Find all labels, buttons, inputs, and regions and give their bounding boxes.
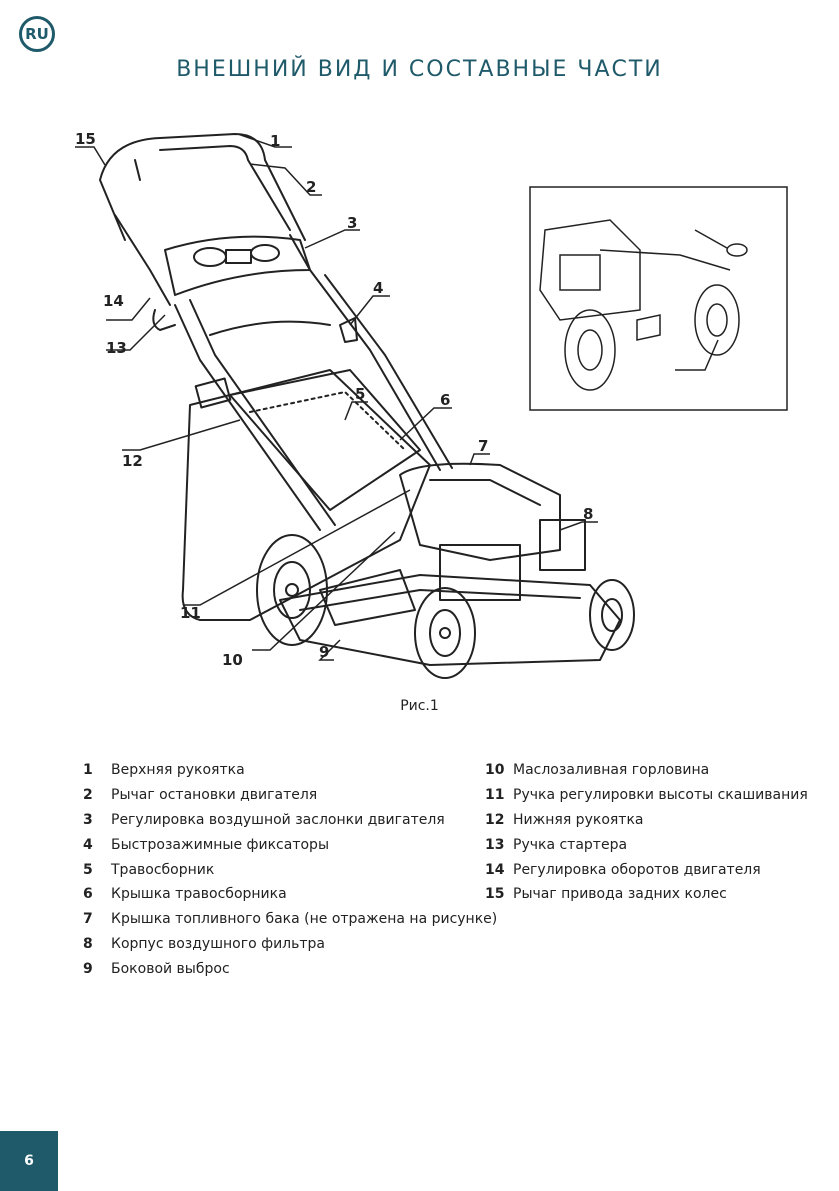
legend-number: 5 <box>83 861 93 878</box>
legend-number: 1 <box>83 762 93 779</box>
legend-number: 3 <box>83 811 93 828</box>
figure-caption: Рис.1 <box>400 698 439 714</box>
legend-label: Крышка травосборника <box>111 886 287 903</box>
legend-number: 13 <box>485 836 505 853</box>
legend-label: Маслозаливная горловина <box>513 762 710 779</box>
callout-13: 13 <box>106 339 127 357</box>
legend-label: Регулировка оборотов двигателя <box>513 861 761 878</box>
legend-number: 15 <box>485 886 505 903</box>
legend-label: Боковой выброс <box>111 960 230 977</box>
legend-number: 10 <box>485 762 505 779</box>
legend-item: 1 Верхняя рукоятка <box>83 758 497 783</box>
legend-label: Корпус воздушного фильтра <box>111 935 325 952</box>
lawn-mower-illustration: 1 2 3 4 5 6 7 8 9 10 11 12 13 14 15 <box>75 130 788 679</box>
callout-2: 2 <box>306 178 316 196</box>
page-title: ВНЕШНИЙ ВИД И СОСТАВНЫЕ ЧАСТИ <box>176 57 663 82</box>
legend-label: Рычаг остановки двигателя <box>111 787 318 804</box>
legend-right: 10 Маслозаливная горловина 11 Ручка регули… <box>485 758 808 907</box>
legend-item: 5 Травосборник <box>83 857 497 882</box>
legend-label: Верхняя рукоятка <box>111 762 245 779</box>
callout-lines <box>75 133 598 661</box>
callout-14: 14 <box>103 292 124 310</box>
legend-number: 14 <box>485 861 505 878</box>
callout-3: 3 <box>347 214 357 232</box>
legend-number: 7 <box>83 911 93 928</box>
callout-15: 15 <box>75 130 96 148</box>
legend-label: Быстрозажимные фиксаторы <box>111 836 329 853</box>
legend-item: 8 Корпус воздушного фильтра <box>83 932 497 957</box>
callout-10: 10 <box>222 651 243 669</box>
legend-item: 11 Ручка регулировки высоты скашивания <box>485 783 808 808</box>
legend-label: Нижняя рукоятка <box>513 811 644 828</box>
legend-item: 10 Маслозаливная горловина <box>485 758 808 783</box>
legend-item: 12 Нижняя рукоятка <box>485 808 808 833</box>
legend-item: 7 Крышка топливного бака (не отражена на … <box>83 907 497 932</box>
legend-number: 2 <box>83 787 93 804</box>
callout-8: 8 <box>583 505 593 523</box>
legend-label: Крышка топливного бака (не отражена на р… <box>111 911 498 928</box>
legend-label: Ручка стартера <box>513 836 628 853</box>
legend-label: Рычаг привода задних колес <box>513 886 727 903</box>
callout-11: 11 <box>180 604 201 622</box>
legend-item: 13 Ручка стартера <box>485 832 808 857</box>
legend-number: 4 <box>83 836 93 853</box>
legend-number: 9 <box>83 960 93 977</box>
callout-9: 9 <box>319 643 329 661</box>
callout-12: 12 <box>122 452 143 470</box>
legend-item: 9 Боковой выброс <box>83 956 497 981</box>
callout-7: 7 <box>478 437 488 455</box>
callout-5: 5 <box>355 385 365 403</box>
legend-item: 14 Регулировка оборотов двигателя <box>485 857 808 882</box>
legend-item: 6 Крышка травосборника <box>83 882 497 907</box>
callout-1: 1 <box>270 132 280 150</box>
callout-6: 6 <box>440 391 450 409</box>
inset-detail <box>529 186 788 411</box>
legend-label: Регулировка воздушной заслонки двигателя <box>111 811 445 828</box>
legend-number: 12 <box>485 811 505 828</box>
legend-number: 11 <box>485 787 505 804</box>
legend-number: 8 <box>83 935 93 952</box>
legend-label: Травосборник <box>111 861 215 878</box>
legend-number: 6 <box>83 886 93 903</box>
legend-item: 15 Рычаг привода задних колес <box>485 882 808 907</box>
mower-drawing <box>99 133 635 679</box>
legend-item: 2 Рычаг остановки двигателя <box>83 783 497 808</box>
page-number: 6 <box>0 1131 58 1191</box>
callout-labels: 1 2 3 4 5 6 7 8 9 10 11 12 13 14 15 <box>75 130 593 669</box>
legend-item: 4 Быстрозажимные фиксаторы <box>83 832 497 857</box>
language-badge: RU <box>19 16 55 52</box>
legend-label: Ручка регулировки высоты скашивания <box>513 787 808 804</box>
callout-4: 4 <box>373 279 383 297</box>
legend-item: 3 Регулировка воздушной заслонки двигател… <box>83 808 497 833</box>
legend-left: 1 Верхняя рукоятка 2 Рычаг остановки двига… <box>83 758 497 981</box>
